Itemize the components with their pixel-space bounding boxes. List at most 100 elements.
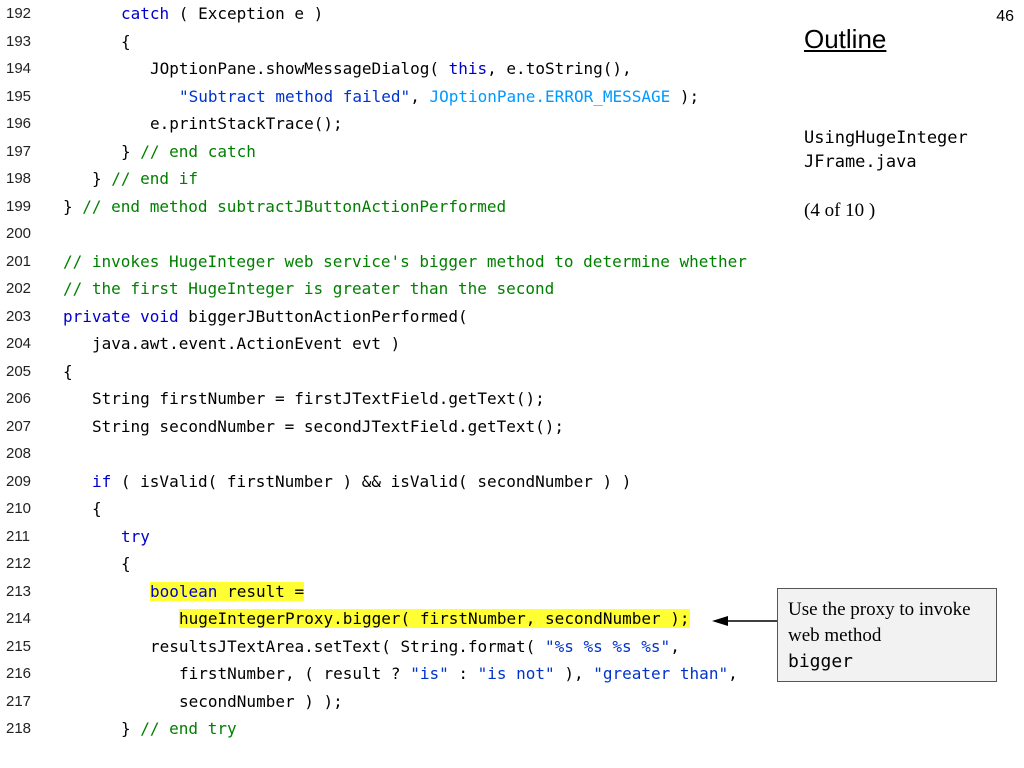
line-number: 215 (6, 637, 32, 655)
line-number: 210 (6, 500, 32, 517)
line-number: 201 (6, 252, 32, 270)
code-token: // end try (140, 719, 237, 738)
line-number: 211 (6, 527, 30, 545)
code-text: java.awt.event.ActionEvent evt ) (92, 330, 400, 357)
code-line: 218} // end try (0, 715, 760, 742)
code-line: 192 catch ( Exception e ) (0, 0, 760, 27)
code-text: { (63, 358, 73, 385)
code-token: : (448, 664, 478, 683)
code-token: "Subtract method failed" (179, 86, 411, 106)
code-text: boolean result = (150, 578, 305, 605)
code-text: // the first HugeInteger is greater than… (63, 275, 554, 302)
code-token: , (670, 636, 680, 656)
code-token: "%s %s %s %s" (544, 636, 671, 656)
code-line: 214 hugeIntegerProxy.bigger( firstNumber,… (0, 605, 760, 632)
code-text: } // end catch (121, 138, 256, 165)
code-token: , (728, 664, 738, 683)
code-text: String firstNumber = firstJTextField.get… (92, 385, 545, 412)
code-token: secondNumber ) ); (179, 691, 343, 711)
code-token: } (63, 196, 83, 216)
code-line: 216 firstNumber, ( result ? "is" : "is no… (0, 660, 760, 687)
code-token: { (63, 361, 73, 381)
code-token: } (121, 719, 141, 738)
code-token: // end catch (140, 141, 256, 161)
code-text: { (92, 495, 102, 522)
code-line: 195 "Subtract method failed", JOptionPane… (0, 83, 760, 110)
line-number: 193 (6, 32, 32, 50)
code-token: private void (63, 306, 179, 326)
code-line: 210 { (0, 495, 760, 522)
code-token: try (121, 526, 150, 546)
code-text: JOptionPane.showMessageDialog( this, e.t… (150, 55, 632, 82)
code-token: ( Exception e ) (169, 4, 324, 23)
callout-arrow (712, 616, 778, 626)
code-token: resultsJTextArea.setText( String.format( (150, 636, 545, 656)
code-token: // invokes HugeInteger web service's big… (63, 251, 747, 271)
code-token: hugeIntegerProxy.bigger( firstNumber, se… (179, 609, 690, 628)
code-token: this (448, 59, 488, 78)
code-token: "is not" (477, 664, 555, 683)
code-token: JOptionPane.ERROR_MESSAGE (429, 86, 671, 106)
code-token: catch (121, 4, 170, 23)
code-token: e.printStackTrace(); (150, 114, 343, 133)
code-token: JOptionPane.showMessageDialog( (150, 59, 449, 78)
code-text: catch ( Exception e ) (121, 0, 323, 27)
code-token: // end if (111, 169, 198, 188)
code-text: if ( isValid( firstNumber ) && isValid( … (92, 468, 631, 495)
code-token: } (92, 169, 112, 188)
code-text: } // end method subtractJButtonActionPer… (63, 193, 506, 220)
code-line: 201 // invokes HugeInteger web service's … (0, 248, 760, 275)
line-number: 213 (6, 582, 32, 600)
code-text: { (121, 550, 131, 577)
code-token: String firstNumber = firstJTextField.get… (92, 389, 545, 408)
line-number: 194 (6, 60, 32, 77)
code-text: try (121, 523, 150, 550)
code-text: firstNumber, ( result ? "is" : "is not" … (179, 660, 738, 687)
line-number: 212 (6, 555, 32, 572)
line-number: 218 (6, 720, 32, 737)
code-token: , (410, 86, 430, 106)
line-number: 200 (6, 225, 32, 242)
code-line: 208 (0, 440, 760, 467)
code-token: if (92, 471, 112, 491)
code-token: { (121, 554, 131, 573)
code-token: ), (554, 664, 594, 683)
code-line: 202// the first HugeInteger is greater t… (0, 275, 760, 302)
code-line: 200 (0, 220, 760, 247)
code-token: // the first HugeInteger is greater than… (63, 279, 555, 298)
page-number: 46 (996, 8, 1014, 25)
code-text: "Subtract method failed", JOptionPane.ER… (179, 83, 699, 110)
code-line: 205{ (0, 358, 760, 385)
line-number: 197 (6, 142, 32, 160)
file-name: UsingHugeInteger JFrame.java (804, 128, 968, 172)
code-token: "greater than" (593, 664, 729, 683)
line-number: 209 (6, 472, 32, 490)
page-count: (4 of 10 ) (804, 200, 876, 221)
callout-text: Use the proxy to invoke web method (788, 599, 971, 646)
line-number: 217 (6, 692, 32, 710)
code-line: 199} // end method subtractJButtonAction… (0, 193, 760, 220)
code-line: 193 { (0, 28, 760, 55)
code-line: 211 try (0, 523, 760, 550)
line-number: 203 (6, 307, 32, 325)
line-number: 216 (6, 665, 32, 682)
line-number: 195 (6, 87, 32, 105)
code-token: { (92, 499, 102, 518)
line-number: 214 (6, 610, 32, 627)
code-line: 206 String firstNumber = firstJTextField.… (0, 385, 760, 412)
code-text: { (121, 28, 131, 55)
code-line: 212 { (0, 550, 760, 577)
code-text: hugeIntegerProxy.bigger( firstNumber, se… (179, 605, 690, 632)
code-line: 197 } // end catch (0, 138, 760, 165)
line-number: 192 (6, 5, 32, 22)
line-number: 206 (6, 390, 32, 407)
code-text: String secondNumber = secondJTextField.g… (92, 413, 564, 440)
code-token: java.awt.event.ActionEvent evt ) (92, 334, 401, 353)
code-token: biggerJButtonActionPerformed( (178, 306, 468, 326)
code-token: { (121, 31, 131, 51)
line-number: 208 (6, 445, 32, 462)
